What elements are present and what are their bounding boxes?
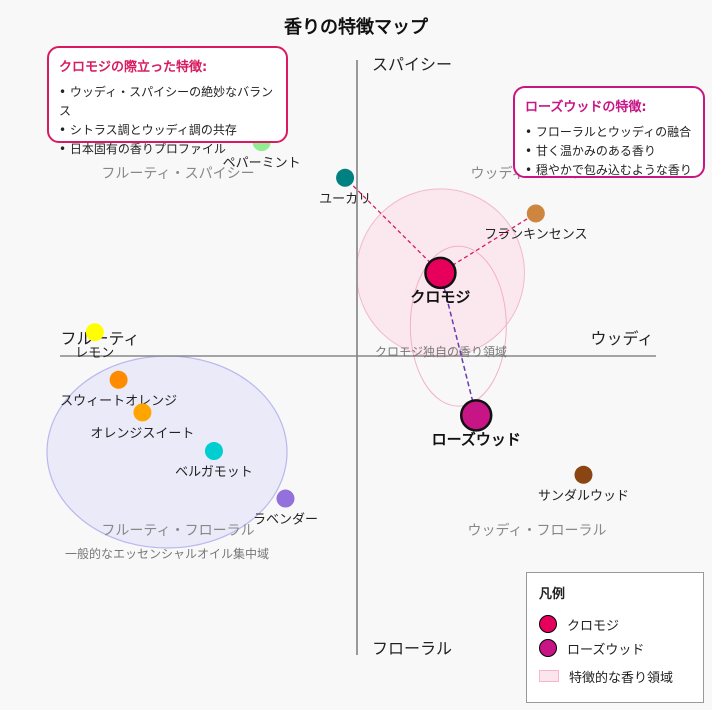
oil-point[interactable] <box>574 465 593 484</box>
legend: 凡例 クロモジ ローズウッド 特徴的な香り領域 <box>526 572 704 703</box>
rosewood-feature-item: 穏やかで包み込むような香り <box>525 161 693 180</box>
kuromoji-features-title: クロモジの際立った特徴: <box>59 60 208 75</box>
highlight-point-label: ローズウッド <box>432 430 521 448</box>
oil-point-label: スウィートオレンジ <box>60 394 177 409</box>
similarity-link <box>440 212 537 274</box>
kuromoji-feature-item: 日本固有の香りプロファイル <box>59 140 276 159</box>
oil-point-label: ラベンダー <box>253 513 318 528</box>
axis-label-floral: フローラル <box>372 639 452 658</box>
chart-title: 香りの特徴マップ <box>283 16 429 38</box>
legend-label: クロモジ <box>567 618 620 634</box>
oil-point-label: ベルガモット <box>175 465 253 480</box>
oil-point[interactable] <box>109 370 128 389</box>
highlight-point[interactable] <box>459 399 493 432</box>
oil-point[interactable] <box>133 403 152 422</box>
kuromoji-rosewood-link <box>439 272 477 416</box>
legend-rosewood-marker-icon <box>539 639 557 657</box>
oil-point-label: レモン <box>75 346 114 361</box>
highlight-point[interactable] <box>424 256 457 290</box>
quadrant-fruity-floral: フルーティ・フローラル <box>101 523 254 539</box>
oil-point-label: ユーカリ <box>319 192 371 207</box>
oil-point-label: オレンジスイート <box>90 426 194 441</box>
oil-point-label: フランキンセンス <box>484 227 587 242</box>
kuromoji-rosewood-region <box>409 245 507 407</box>
rosewood-features-box: ローズウッドの特徴: フローラルとウッディの融合 甘く温かみのある香り 穏やかで… <box>513 86 705 178</box>
legend-item-kuromoji: クロモジ <box>539 612 691 636</box>
legend-title: 凡例 <box>539 587 566 602</box>
region-label-kuromoji: クロモジ独自の香り領域 <box>375 344 507 359</box>
kuromoji-features-box: クロモジの際立った特徴: ウッディ・スパイシーの絶妙なバランス シトラス調とウッ… <box>47 46 288 156</box>
rosewood-features-title: ローズウッドの特徴: <box>525 100 647 115</box>
highlight-point-label: クロモジ <box>410 288 470 306</box>
axis-label-spicy: スパイシー <box>372 55 452 74</box>
quadrant-fruity-spicy: フルーティ・スパイシー <box>101 166 254 182</box>
legend-label: 特徴的な香り領域 <box>569 670 674 686</box>
quadrant-woody-floral: ウッディ・フローラル <box>467 522 606 539</box>
oil-point-label: サンダルウッド <box>538 489 629 504</box>
common-oils-region <box>46 355 288 549</box>
legend-kuromoji-marker-icon <box>539 615 557 633</box>
axis-label-woody: ウッディ <box>591 329 654 348</box>
similarity-link <box>344 177 441 274</box>
kuromoji-feature-item: ウッディ・スパイシーの絶妙なバランス <box>59 83 276 121</box>
oil-point[interactable] <box>526 204 545 223</box>
legend-label: ローズウッド <box>567 642 645 658</box>
oil-point[interactable] <box>276 489 295 508</box>
legend-item-rosewood: ローズウッド <box>539 636 691 660</box>
legend-region-swatch-icon <box>539 670 559 682</box>
rosewood-feature-item: 甘く温かみのある香り <box>525 142 693 161</box>
oil-point[interactable] <box>204 442 223 461</box>
oil-point[interactable] <box>336 168 355 187</box>
oil-point[interactable] <box>85 323 104 342</box>
region-label-common: 一般的なエッセンシャルオイル集中域 <box>65 546 269 561</box>
oil-point-label: ペパーミント <box>223 156 301 171</box>
rosewood-feature-item: フローラルとウッディの融合 <box>525 123 693 142</box>
legend-item-region: 特徴的な香り領域 <box>539 664 691 688</box>
kuromoji-feature-item: シトラス調とウッディ調の共存 <box>59 121 276 140</box>
